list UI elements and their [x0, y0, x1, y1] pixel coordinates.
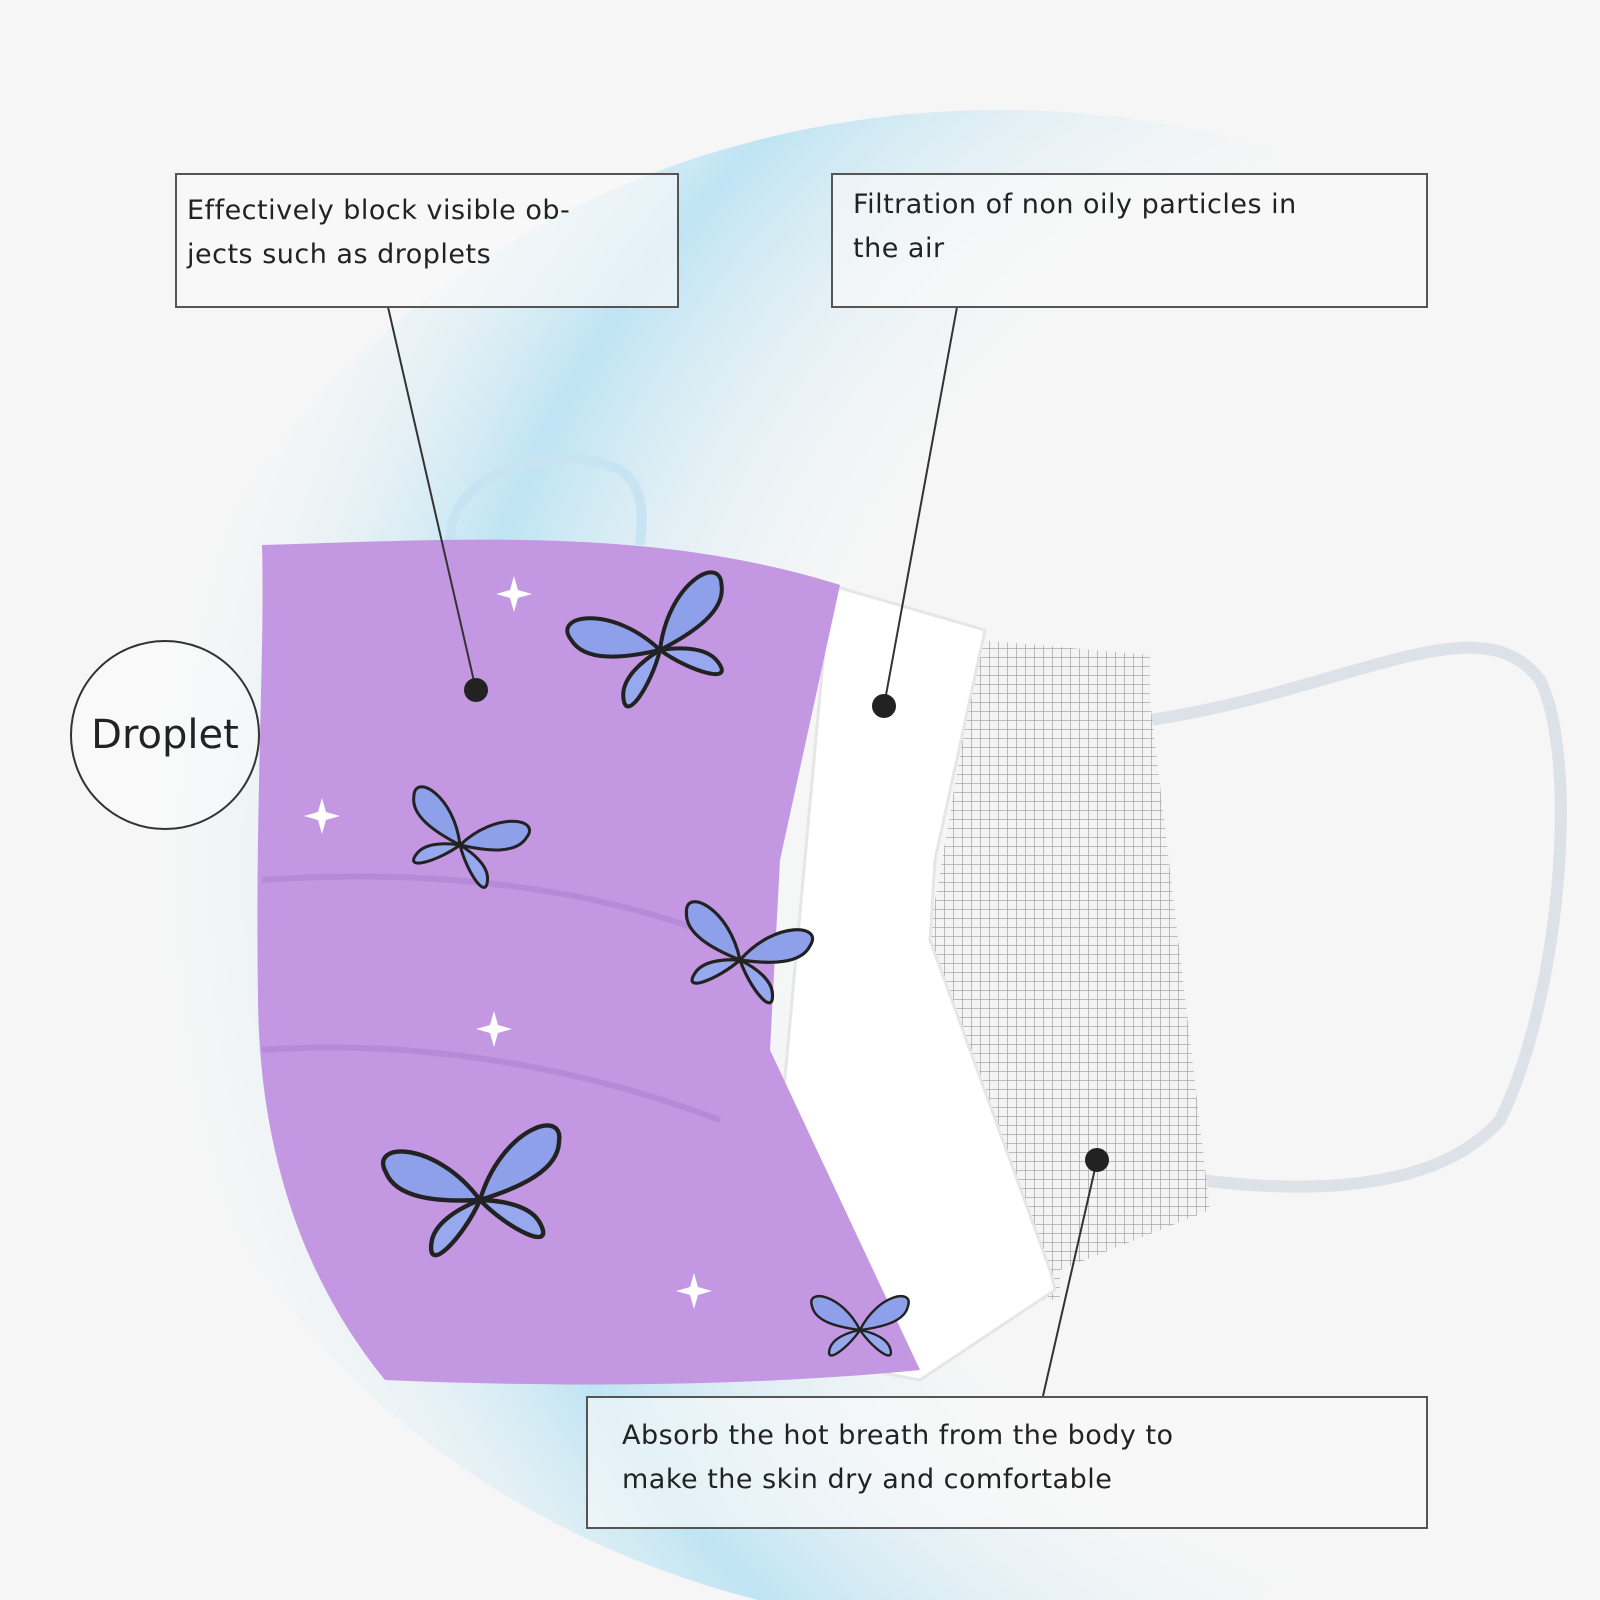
callout-text: Absorb the hot breath from the body to — [622, 1420, 1174, 1451]
callout-text: make the skin dry and comfortable — [622, 1464, 1113, 1495]
callout-middle-layer: Filtration of non oily particles in the … — [831, 173, 1428, 308]
callout-dot-outer-layer — [464, 678, 488, 702]
callout-text: Effectively block visible ob- — [187, 195, 571, 226]
ear-loop-left — [445, 453, 647, 546]
callout-inner-layer: Absorb the hot breath from the body to m… — [586, 1396, 1428, 1529]
callout-text: Filtration of non oily particles in — [853, 189, 1297, 220]
callout-dot-inner-layer — [1085, 1148, 1109, 1172]
ear-loop-right — [1149, 641, 1567, 1193]
callout-dot-middle-layer — [872, 694, 896, 718]
droplet-label: Droplet — [70, 640, 260, 830]
callout-outer-layer: Effectively block visible ob- jects such… — [175, 173, 679, 308]
sparkle-icons — [304, 576, 712, 1309]
callout-lines — [387, 306, 1098, 1397]
callout-text: jects such as droplets — [187, 239, 492, 270]
callout-text: the air — [853, 233, 945, 264]
